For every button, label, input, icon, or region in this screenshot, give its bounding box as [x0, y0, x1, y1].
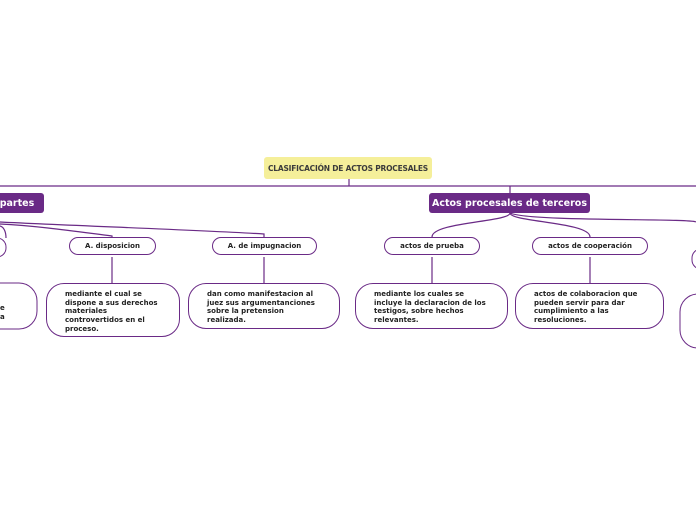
cut-right-pill	[691, 249, 696, 269]
node-actos-prueba-label: actos de prueba	[400, 242, 464, 250]
cut-left-text: e a	[0, 304, 5, 322]
branch-partes[interactable]: partes	[0, 193, 44, 213]
cut-left-text-line2: a	[0, 313, 5, 321]
node-actos-cooperacion[interactable]: actos de cooperación	[532, 237, 648, 255]
desc-actos-cooperacion-text: actos de colaboracion que pueden servir …	[534, 290, 638, 325]
branch-terceros-label: Actos procesales de terceros	[432, 197, 587, 209]
node-impugnacion-label: A. de impugnacion	[227, 242, 302, 250]
branch-terceros[interactable]: Actos procesales de terceros	[429, 193, 590, 213]
cut-right-box	[679, 293, 696, 349]
desc-actos-prueba-text: mediante los cuales se incluye la declar…	[374, 290, 486, 325]
branch-partes-label: partes	[0, 197, 35, 209]
node-actos-cooperacion-label: actos de cooperación	[548, 242, 632, 250]
desc-impugnacion[interactable]: dan como manifestacion al juez sus argum…	[188, 283, 340, 329]
desc-impugnacion-text: dan como manifestacion al juez sus argum…	[207, 290, 315, 325]
cut-left-pill	[0, 237, 7, 258]
desc-actos-cooperacion[interactable]: actos de colaboracion que pueden servir …	[515, 283, 664, 329]
node-actos-prueba[interactable]: actos de prueba	[384, 237, 480, 255]
cut-left-text-line1: e	[0, 304, 5, 312]
desc-actos-prueba[interactable]: mediante los cuales se incluye la declar…	[355, 283, 508, 329]
node-disposicion-label: A. disposicion	[85, 242, 140, 250]
desc-disposicion-text: mediante el cual se dispone a sus derech…	[65, 290, 158, 333]
node-disposicion[interactable]: A. disposicion	[69, 237, 156, 255]
root-node[interactable]: CLASIFICACIÓN DE ACTOS PROCESALES	[264, 157, 432, 179]
cut-left-box	[0, 282, 38, 330]
root-label: CLASIFICACIÓN DE ACTOS PROCESALES	[267, 163, 429, 173]
node-impugnacion[interactable]: A. de impugnacion	[212, 237, 317, 255]
desc-disposicion[interactable]: mediante el cual se dispone a sus derech…	[46, 283, 180, 337]
